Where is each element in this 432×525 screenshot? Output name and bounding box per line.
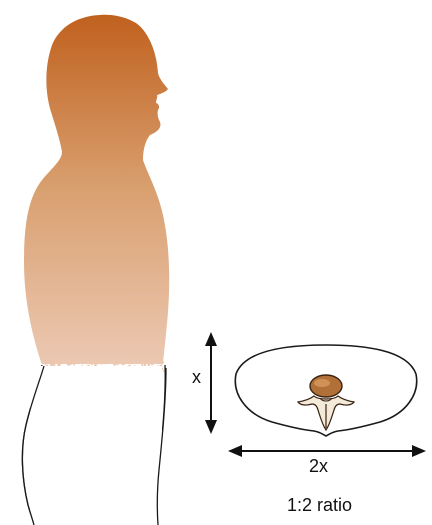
speckle-dot — [62, 361, 64, 363]
speckle-dot — [54, 361, 56, 363]
speckle-dot — [56, 362, 57, 363]
speckle-dot — [68, 361, 70, 363]
speckle-dot — [67, 364, 69, 366]
human-profile-silhouette-icon — [22, 15, 169, 525]
speckle-dot — [158, 362, 160, 364]
arrow-left-icon — [228, 445, 242, 457]
speckle-dot — [163, 361, 164, 362]
speckle-dot — [83, 362, 85, 364]
speckle-dot — [99, 361, 100, 362]
ratio-label: 1:2 ratio — [287, 496, 352, 514]
arrow-right-icon — [412, 445, 426, 457]
speckle-dot — [50, 365, 51, 366]
speckle-dot — [120, 362, 121, 363]
speckle-dot — [116, 363, 118, 365]
speckle-dot — [105, 362, 107, 364]
speckle-dot — [57, 363, 59, 365]
arrow-down-icon — [205, 420, 217, 434]
speckle-dot — [91, 363, 93, 365]
speckle-dot — [150, 363, 152, 365]
speckle-dot — [144, 364, 146, 366]
speckle-dot — [115, 362, 116, 363]
speckle-dot — [143, 361, 145, 363]
abdomen-cross-section-icon — [235, 345, 416, 436]
speckle-dot — [153, 361, 156, 364]
speckle-dot — [48, 361, 50, 363]
speckle-dot — [113, 363, 116, 366]
speckle-dot — [90, 361, 92, 363]
speckle-dot — [163, 370, 164, 371]
speckle-dot — [101, 361, 104, 364]
speckle-dot — [73, 363, 75, 365]
speckle-dot — [130, 362, 131, 363]
speckle-dot — [54, 364, 56, 366]
speckle-dot — [147, 363, 149, 365]
speckle-dot — [64, 362, 66, 364]
speckle-dot — [110, 362, 112, 364]
speckle-dot — [112, 363, 114, 365]
speckle-dot — [88, 361, 90, 363]
depth-arrow — [205, 332, 217, 434]
speckle-dot — [95, 362, 98, 365]
speckle-dot — [123, 363, 125, 365]
width-label: 2x — [309, 457, 328, 475]
speckle-dot — [101, 364, 102, 365]
speckle-dot — [81, 361, 82, 362]
arrow-up-icon — [205, 332, 217, 346]
depth-label: x — [192, 368, 201, 386]
speckle-dot — [144, 362, 146, 364]
speckle-dot — [58, 362, 59, 363]
speckle-dot — [81, 365, 82, 366]
speckle-dot — [45, 364, 46, 365]
speckle-dot — [123, 362, 125, 364]
speckle-dot — [93, 362, 95, 364]
speckle-dot — [122, 364, 124, 366]
figure-lower-fill — [30, 366, 162, 525]
speckle-dot — [140, 363, 141, 364]
